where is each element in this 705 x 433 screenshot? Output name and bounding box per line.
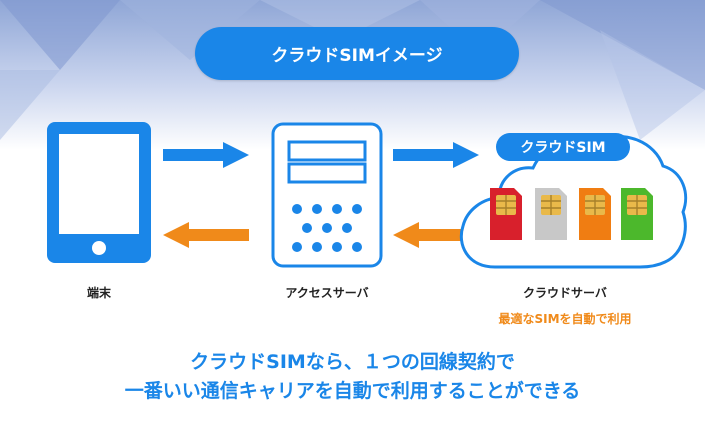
cloud-sim-badge: クラウドSIM	[496, 133, 630, 161]
caption-line-2: 一番いい通信キャリアを自動で利用することができる	[124, 380, 581, 402]
arrow-left-icon	[163, 222, 249, 248]
arrow-right-icon	[393, 142, 479, 168]
cloud-server-sublabel: 最適なSIMを自動で利用	[498, 312, 632, 326]
caption-line-1: クラウドSIMなら、１つの回線契約で	[190, 351, 515, 373]
server-icon	[271, 122, 383, 268]
access-server-label: アクセスサーバ	[285, 286, 369, 300]
sim-card-icon	[490, 188, 522, 240]
sim-card-icon	[535, 188, 567, 240]
cloud-server-label: クラウドサーバ	[523, 286, 607, 300]
diagram-title: クラウドSIMイメージ	[195, 27, 519, 80]
sim-card-icon	[621, 188, 653, 240]
sim-card-icon	[579, 188, 611, 240]
tablet-icon	[47, 122, 151, 263]
device-label: 端末	[86, 286, 111, 300]
arrow-right-icon	[163, 142, 249, 168]
